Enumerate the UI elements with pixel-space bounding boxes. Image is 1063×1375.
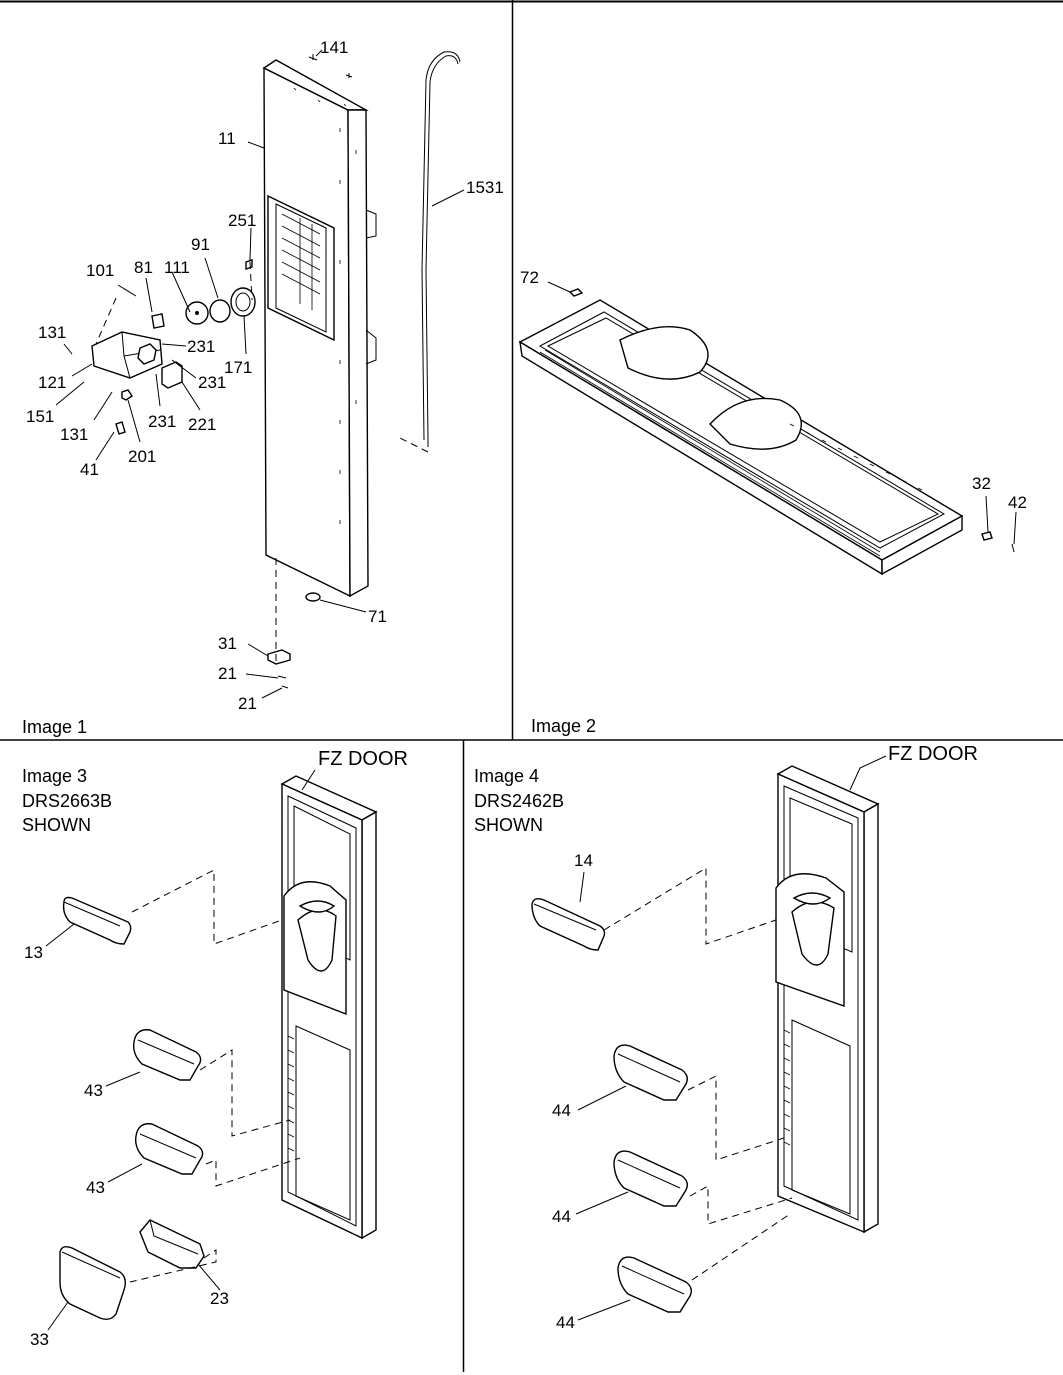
callout-31: 31	[218, 634, 237, 653]
callout-231-c: 231	[148, 412, 176, 431]
callout-21-b: 21	[238, 694, 257, 713]
callout-13: 13	[24, 943, 43, 962]
callout-131-a: 131	[38, 323, 66, 342]
callout-231-b: 231	[198, 373, 226, 392]
image4-model: DRS2462B	[474, 791, 565, 811]
callout-141: 141	[320, 38, 348, 57]
image3-leader-lines	[45, 769, 316, 1331]
image3-model: DRS2663B	[22, 791, 113, 811]
callout-43-b: 43	[86, 1178, 105, 1197]
callout-101: 101	[86, 261, 114, 280]
image3-fz-door	[280, 775, 378, 1240]
callout-41: 41	[80, 460, 99, 479]
callout-42: 42	[1008, 493, 1027, 512]
callout-1531: 1531	[466, 178, 504, 197]
image2-shelf-cover	[518, 288, 1015, 576]
image3-caption: Image 3	[22, 766, 88, 786]
callout-131-b: 131	[60, 425, 88, 444]
image1-door-panel	[262, 59, 377, 598]
callout-11: 11	[218, 129, 236, 148]
image1-tube-1531	[421, 51, 461, 441]
image3-door-label: FZ DOOR	[318, 748, 408, 770]
image4-bins	[531, 897, 693, 1313]
image4-leader-lines	[575, 755, 887, 1321]
image4-dashed-guides	[603, 867, 793, 1281]
image4-callouts: 14 44 44 44	[552, 851, 593, 1332]
callout-21-a: 21	[218, 664, 237, 683]
callout-71: 71	[368, 607, 387, 626]
callout-151: 151	[26, 407, 54, 426]
image1-leader-lines	[55, 49, 465, 699]
image4-caption: Image 4	[474, 766, 540, 786]
image3-note: SHOWN	[22, 815, 91, 835]
callout-14: 14	[574, 851, 593, 870]
image1-dashed-guides	[95, 261, 429, 662]
image4-note: SHOWN	[474, 815, 543, 835]
callout-171: 171	[224, 358, 252, 377]
callout-231-a: 231	[187, 337, 215, 356]
callout-33: 33	[30, 1330, 49, 1349]
callout-221: 221	[188, 415, 216, 434]
callout-91: 91	[191, 235, 210, 254]
callout-251: 251	[228, 211, 256, 230]
callout-201: 201	[128, 447, 156, 466]
callout-72: 72	[520, 268, 539, 287]
image3-bins	[59, 896, 205, 1321]
callout-44-b: 44	[552, 1207, 571, 1226]
callout-23: 23	[210, 1289, 229, 1308]
callout-111: 111	[164, 258, 190, 277]
callout-121: 121	[38, 373, 66, 392]
image1-top-screws	[308, 54, 353, 78]
callout-44-a: 44	[552, 1101, 571, 1120]
callout-32: 32	[972, 474, 991, 493]
image4-door-label: FZ DOOR	[888, 743, 978, 765]
image4-fz-door	[775, 765, 880, 1234]
image1-dispenser-assembly	[91, 259, 321, 689]
callout-44-c: 44	[556, 1313, 575, 1332]
image3-callouts: 13 43 43 33 23	[24, 943, 229, 1349]
callout-43-a: 43	[84, 1081, 103, 1100]
image1-callouts: 141 11 1531 251 91 101 81 111 131 231 17…	[26, 38, 504, 713]
image2-callouts: 72 32 42	[520, 268, 1027, 512]
image2-leader-lines	[547, 281, 1017, 545]
image3-dashed-guides	[129, 869, 301, 1283]
callout-81: 81	[134, 258, 153, 277]
image1-caption: Image 1	[22, 717, 88, 737]
image2-caption: Image 2	[531, 716, 597, 736]
